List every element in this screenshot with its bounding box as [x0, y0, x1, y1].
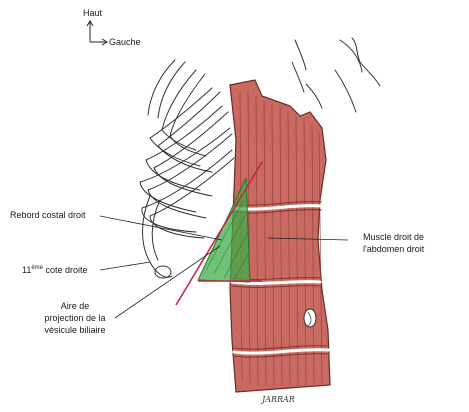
muscle-line-2: l'abdomen droit [363, 243, 424, 255]
artist-signature: JARRAR [262, 394, 295, 406]
projection-area-line-2: projection de la [30, 312, 120, 324]
muscle-line-1: Muscle droit de [363, 231, 424, 243]
rib-number: 11 [22, 265, 31, 275]
muscle-label: Muscle droit de l'abdomen droit [363, 231, 424, 255]
orientation-arrows [87, 21, 107, 45]
projection-area-label: Aire de projection de la vésicule biliai… [30, 300, 120, 336]
orientation-up-label: Haut [83, 7, 102, 19]
projection-area-line-1: Aire de [30, 300, 120, 312]
projection-area-line-3: vésicule biliaire [30, 324, 120, 336]
rib-text: cote droite [46, 265, 88, 275]
rib-label: 11ème cote droite [22, 262, 88, 276]
orientation-left-label: Gauche [109, 36, 141, 48]
rib-suffix: ème [31, 265, 43, 271]
costal-margin-label: Rebord costal droit [10, 209, 86, 221]
